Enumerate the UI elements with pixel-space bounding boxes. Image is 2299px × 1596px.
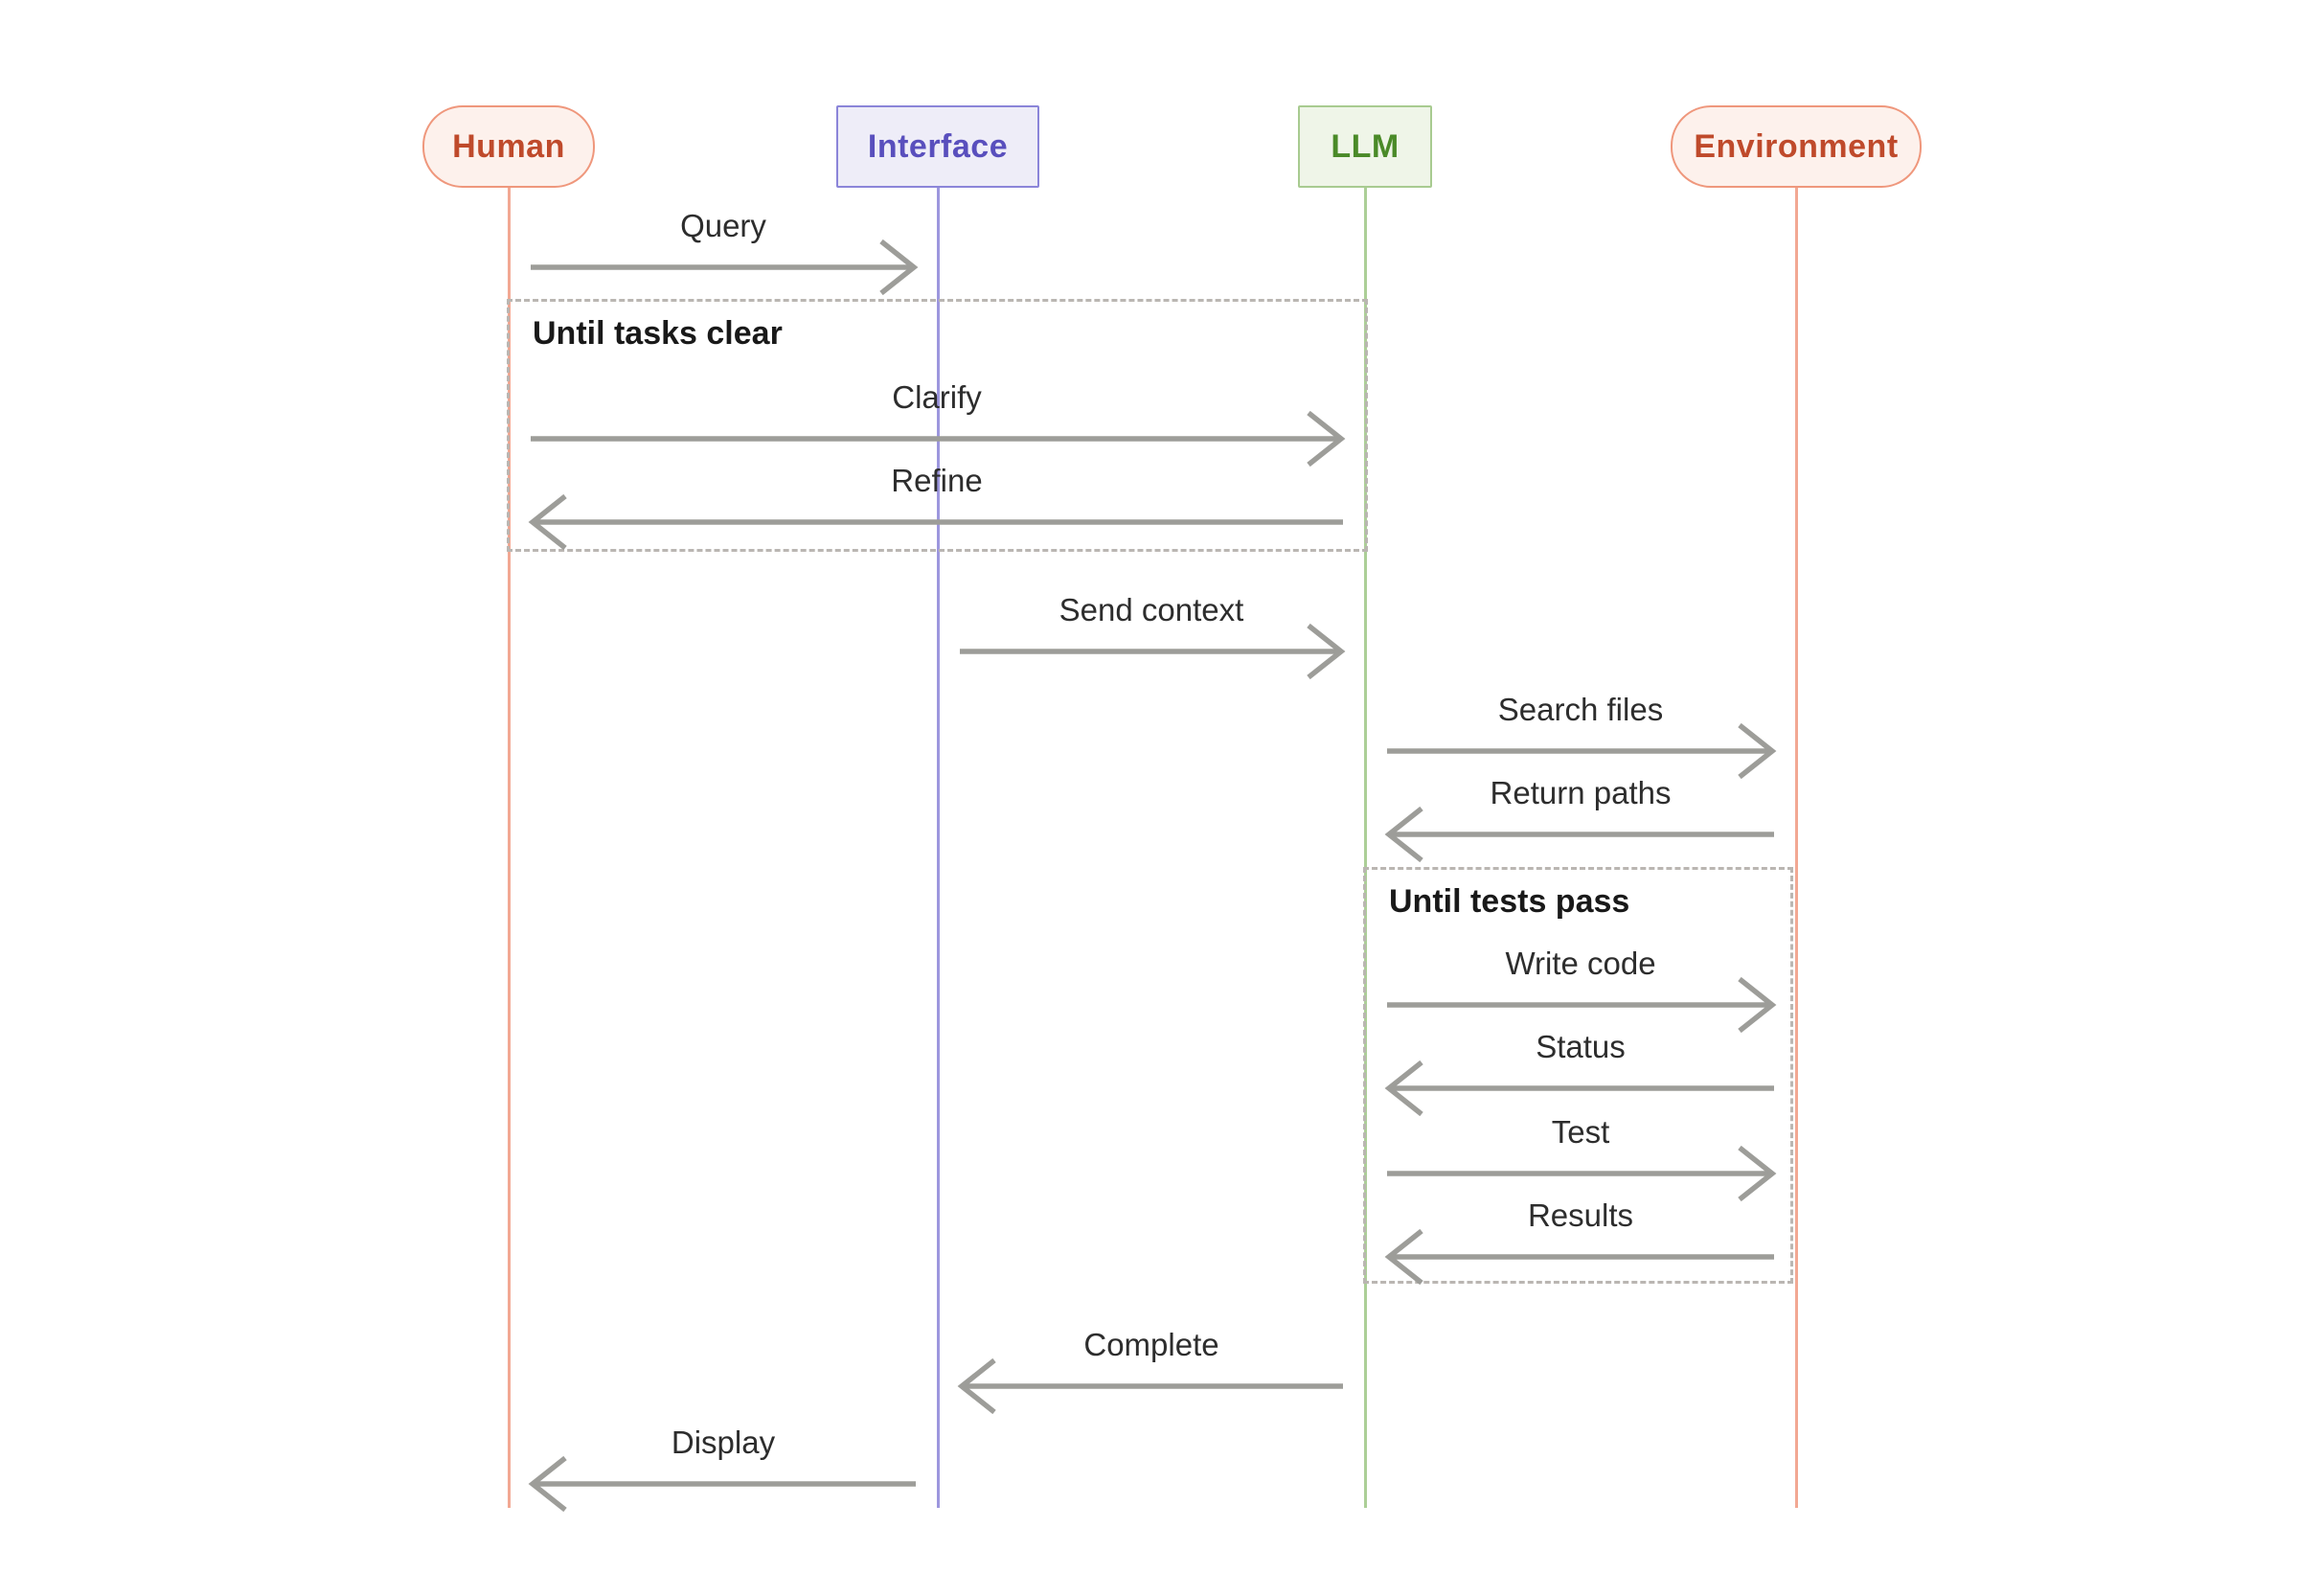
message-arrow-send-context [960, 623, 1346, 680]
lifeline-llm [1363, 188, 1367, 1508]
actor-label-interface: Interface [867, 127, 1009, 165]
message-label-status: Status [1536, 1029, 1626, 1064]
arrowhead-icon [528, 493, 567, 551]
message-label-refine: Refine [891, 463, 983, 498]
message-arrow-test [1387, 1145, 1777, 1202]
message-arrow-display [528, 1455, 916, 1513]
message-arrow-complete [957, 1357, 1343, 1415]
actor-human: Human [422, 105, 595, 188]
arrowhead-icon [1384, 806, 1423, 863]
loop-label-until-tasks-clear: Until tasks clear [533, 315, 783, 352]
actor-llm: LLM [1298, 105, 1432, 188]
loop-frame-until-tasks-clear: Until tasks clear [507, 299, 1368, 552]
message-arrow-write-code [1387, 976, 1777, 1034]
message-arrow-results [1384, 1228, 1774, 1286]
actor-environment: Environment [1671, 105, 1922, 188]
actor-label-llm: LLM [1331, 127, 1400, 165]
message-label-results: Results [1527, 1197, 1634, 1233]
arrowhead-icon [1307, 410, 1346, 467]
message-label-query: Query [680, 208, 766, 243]
arrowhead-icon [528, 1455, 567, 1513]
arrowhead-icon [1307, 623, 1346, 680]
arrowhead-icon [1738, 722, 1777, 780]
message-arrow-status [1384, 1060, 1774, 1117]
loop-label-until-tests-pass: Until tests pass [1389, 883, 1630, 920]
lifeline-environment [1794, 188, 1798, 1508]
actor-label-human: Human [452, 127, 565, 165]
arrowhead-icon [1384, 1228, 1423, 1286]
loop-frame-until-tests-pass: Until tests pass [1363, 867, 1793, 1284]
lifeline-human [507, 188, 511, 1508]
message-arrow-query [531, 239, 919, 296]
arrowhead-icon [1738, 976, 1777, 1034]
arrowhead-icon [957, 1357, 996, 1415]
arrowhead-icon [1738, 1145, 1777, 1202]
message-label-search-files: Search files [1497, 692, 1664, 727]
message-label-display: Display [671, 1425, 776, 1460]
message-arrow-search-files [1387, 722, 1777, 780]
message-label-return-paths: Return paths [1490, 775, 1672, 810]
message-label-write-code: Write code [1505, 946, 1656, 981]
message-label-send-context: Send context [1058, 592, 1244, 627]
arrowhead-icon [1384, 1060, 1423, 1117]
message-arrow-clarify [531, 410, 1346, 467]
lifeline-interface [936, 188, 940, 1508]
actor-interface: Interface [836, 105, 1039, 188]
message-arrow-refine [528, 493, 1343, 551]
message-arrow-return-paths [1384, 806, 1774, 863]
message-label-clarify: Clarify [892, 379, 982, 415]
arrowhead-icon [879, 239, 919, 296]
message-label-test: Test [1551, 1114, 1610, 1150]
actor-label-environment: Environment [1694, 127, 1899, 165]
message-label-complete: Complete [1083, 1327, 1219, 1362]
